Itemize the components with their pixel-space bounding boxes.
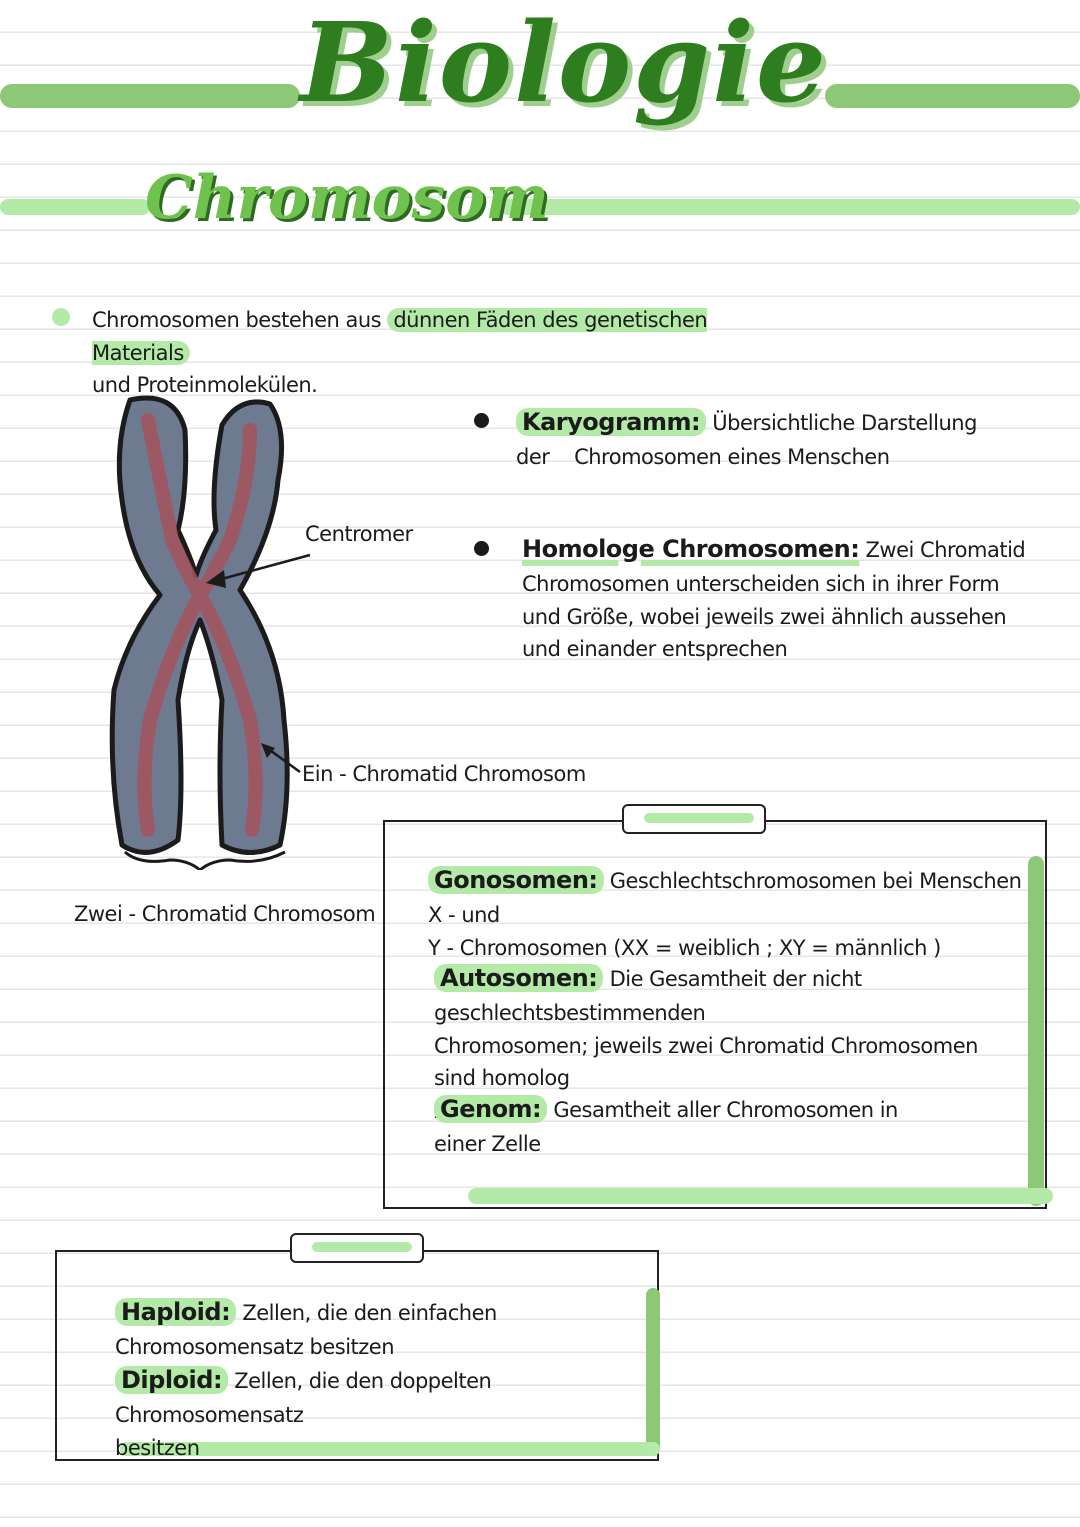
haploid-term: Haploid:	[115, 1298, 237, 1326]
haploid-definition: Haploid: Zellen, die den einfachen Chrom…	[115, 1298, 497, 1360]
diploid-term: Diploid:	[115, 1366, 229, 1394]
bullet-dot	[474, 413, 489, 428]
intro-line-2: und Proteinmolekülen.	[92, 373, 318, 398]
intro-text: Chromosomen bestehen aus dünnen Fäden de…	[92, 304, 732, 402]
intro-line-1: Chromosomen bestehen aus dünnen Fäden de…	[92, 308, 708, 365]
autosomen-term: Autosomen:	[434, 964, 604, 992]
genom-definition: Genom: Gesamtheit aller Chromosomen in e…	[434, 1095, 898, 1157]
box1-accent-right	[1028, 856, 1044, 1206]
page-subtitle: Chromosom	[145, 163, 549, 233]
ein-chromatid-label: Ein - Chromatid Chromosom	[302, 762, 586, 786]
box2-accent-right	[646, 1288, 660, 1456]
box2-tape	[290, 1233, 424, 1263]
subtitle-bar-left	[0, 199, 150, 215]
karyogramm-definition: Karyogramm: Übersichtliche Darstellung d…	[516, 408, 977, 470]
diploid-definition: Diploid: Zellen, die den doppelten Chrom…	[115, 1366, 492, 1460]
bullet-dot	[474, 541, 489, 556]
gonosomen-definition: Gonosomen: Geschlechtschromosomen bei Me…	[428, 866, 1022, 960]
centromer-arrow	[206, 553, 311, 588]
box1-accent-bottom	[468, 1188, 1053, 1204]
centromer-label: Centromer	[305, 522, 413, 546]
homologe-term: Homologe Chromosomen:	[522, 535, 860, 563]
zwei-chromatid-label: Zwei - Chromatid Chromosom	[74, 902, 376, 926]
gonosomen-term: Gonosomen:	[428, 866, 604, 894]
header-bar-right	[825, 84, 1080, 108]
chromosome-brace	[124, 850, 286, 870]
subtitle-bar-right	[500, 199, 1080, 215]
chromatid-arrow	[261, 743, 301, 774]
chromosome-illustration	[109, 395, 290, 870]
karyogramm-term: Karyogramm:	[516, 408, 707, 436]
bullet-dot	[52, 308, 70, 326]
chromatin-strand	[137, 413, 263, 837]
genom-term: Genom:	[434, 1095, 548, 1123]
header-bar-left	[0, 84, 300, 108]
box1-tape	[622, 804, 766, 834]
box2-accent-bottom	[120, 1442, 660, 1456]
page-title: Biologie	[300, 0, 828, 127]
homologe-definition: Homologe Chromosomen: Zwei Chromatid Chr…	[522, 535, 1026, 662]
